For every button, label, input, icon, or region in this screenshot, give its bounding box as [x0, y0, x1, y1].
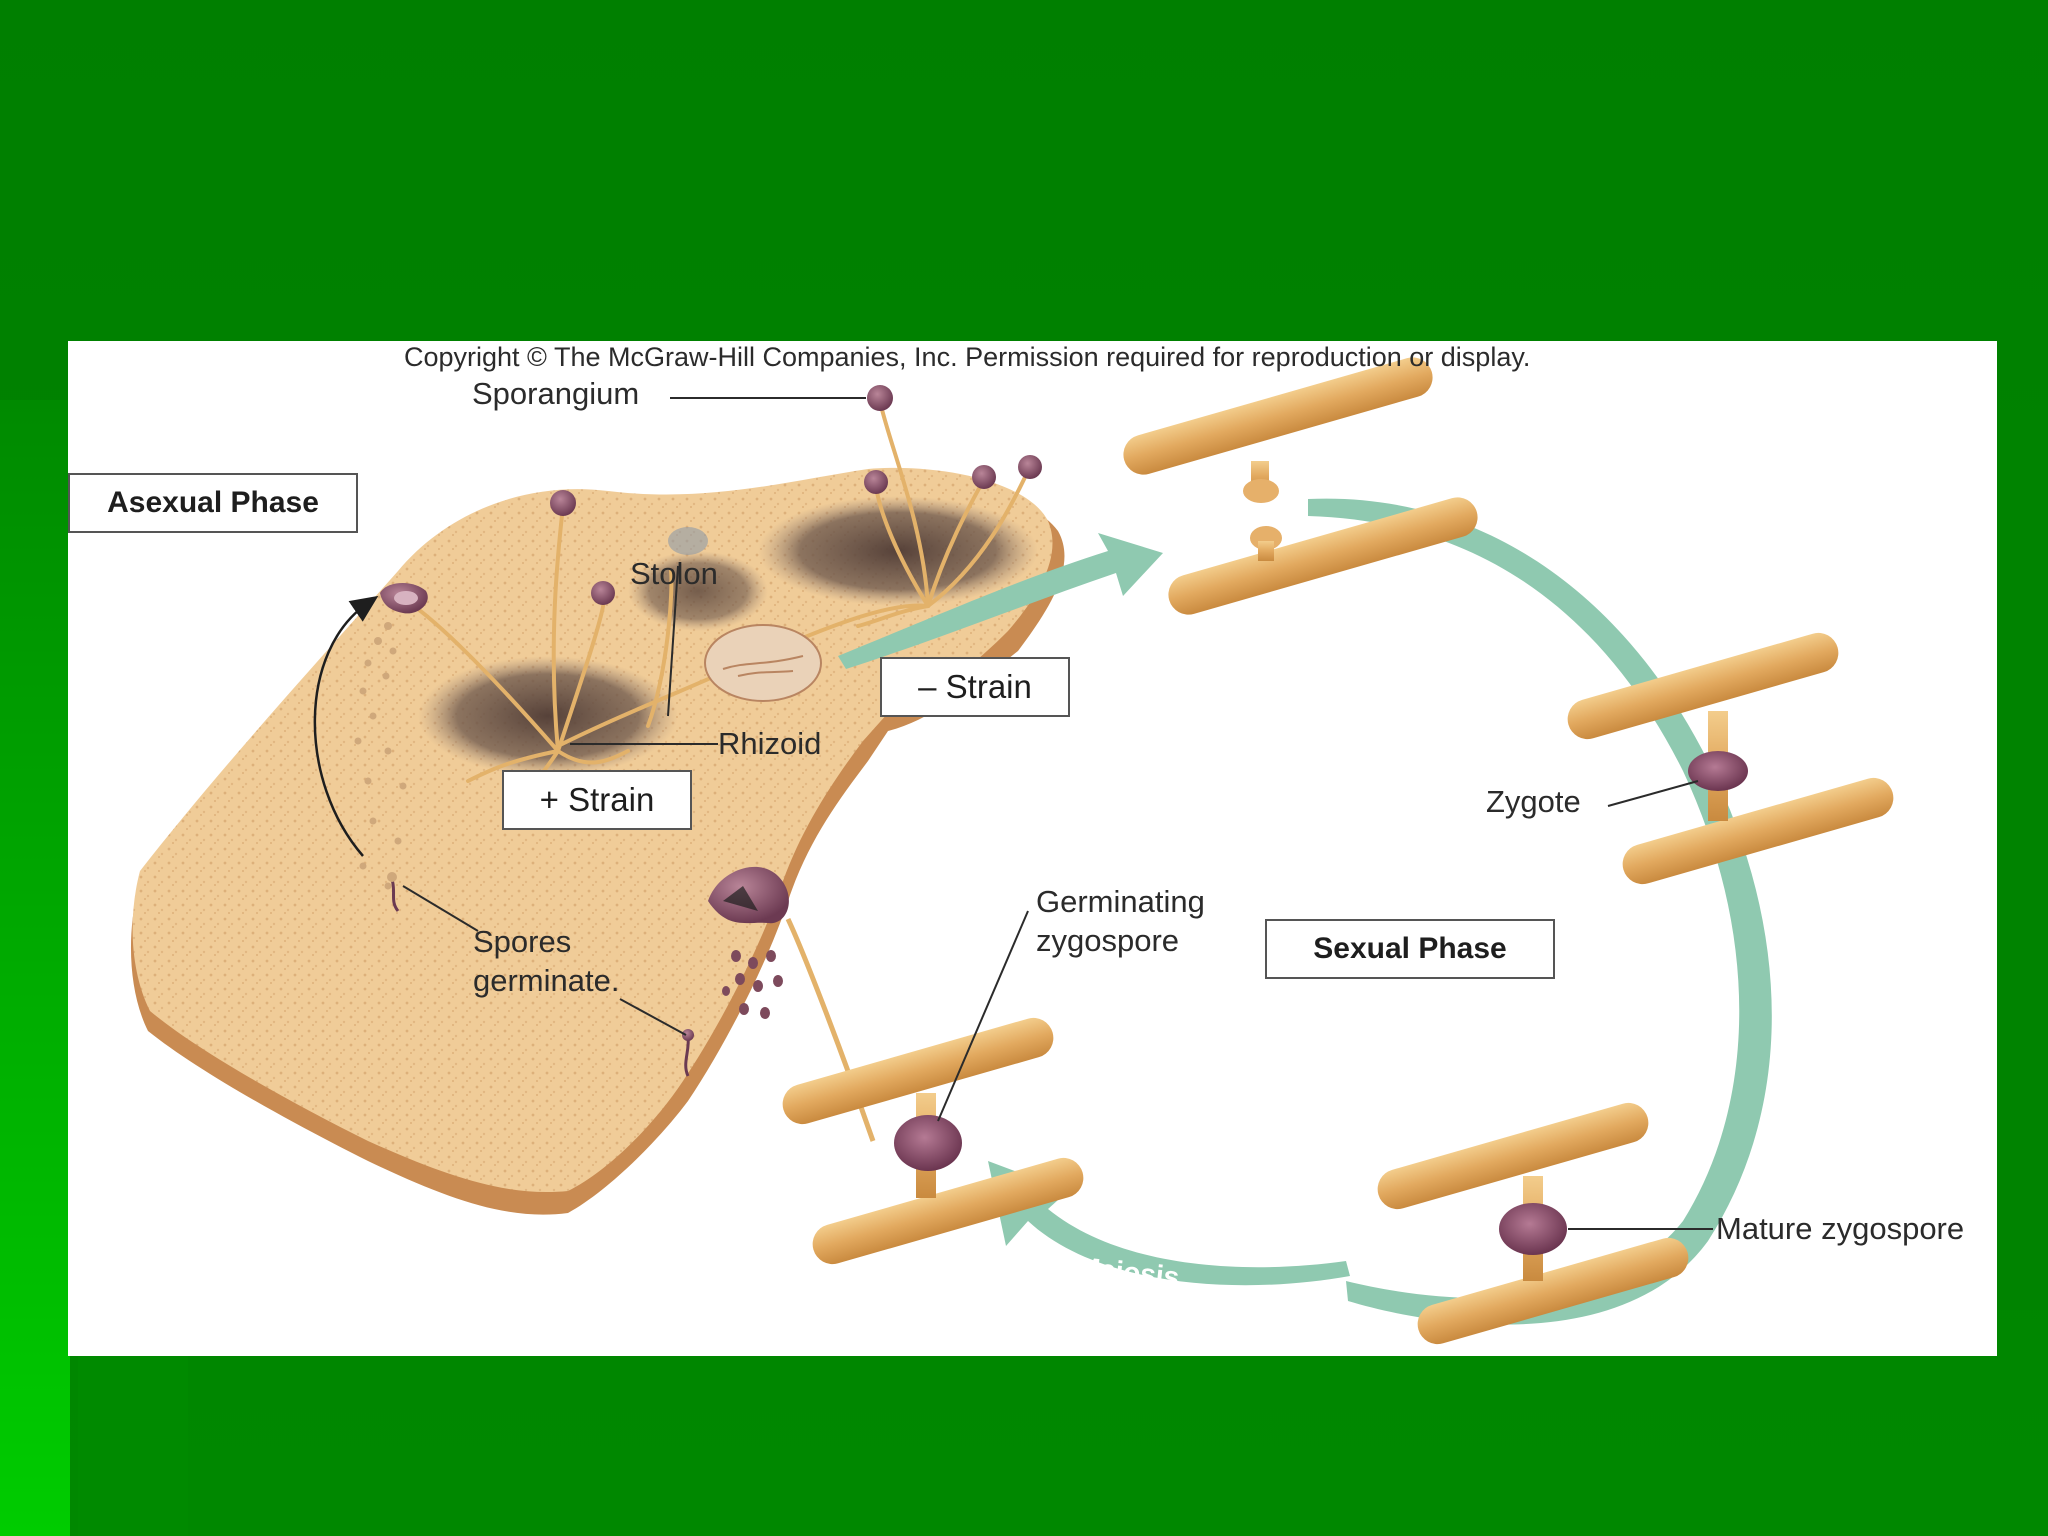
sporangium	[550, 490, 576, 516]
mold-patch	[668, 527, 708, 555]
germinating-zygospore-body	[894, 1115, 962, 1171]
stolon-label: Stolon	[630, 556, 718, 591]
germinating-zygospore-label: Germinating zygospore	[1036, 884, 1205, 958]
mature-zygospore-label: Mature zygospore	[1716, 1211, 1965, 1246]
sporangia	[380, 385, 1042, 614]
sporangium	[864, 470, 888, 494]
meiosis-label: Meiosis	[1075, 1251, 1180, 1293]
hyphae-pair-mature	[1377, 1102, 1689, 1345]
mold-patch	[628, 551, 768, 631]
sexual-phase-box: Sexual Phase	[1265, 919, 1555, 979]
rhizoid-label: Rhizoid	[718, 726, 822, 761]
asexual-phase-box: Asexual Phase	[68, 473, 358, 533]
figure-panel: Meiosis Copyright © The McGraw-Hill Comp…	[68, 341, 1997, 1356]
spores-germinate-label: Spores germinate.	[473, 924, 620, 998]
plus-strain-box: + Strain	[502, 770, 692, 830]
plus-strain-label: + Strain	[539, 781, 655, 818]
mating-hyphae-inset	[704, 624, 822, 702]
zygote-swelling	[1688, 751, 1748, 791]
zygote-label: Zygote	[1486, 784, 1581, 819]
hyphae-pair-germinating	[782, 1017, 1084, 1265]
mature-zygospore-body	[1499, 1203, 1567, 1255]
dispersing-spores	[354, 622, 407, 890]
asexual-phase-label: Asexual Phase	[107, 486, 319, 519]
right-accent-band	[1997, 410, 2048, 1310]
sexual-phase-label: Sexual Phase	[1313, 932, 1507, 965]
copyright-notice: Copyright © The McGraw-Hill Companies, I…	[404, 342, 1531, 372]
minus-strain-box: – Strain	[880, 657, 1070, 717]
hyphae-pair-zygote	[1567, 632, 1894, 885]
sporangium	[591, 581, 615, 605]
minus-strain-label: – Strain	[918, 668, 1032, 705]
mold-patch	[418, 656, 678, 776]
hyphae-pair-top	[1123, 357, 1478, 615]
sporangium-label: Sporangium	[472, 376, 640, 411]
leader-lines	[402, 397, 1713, 1230]
sporangium	[972, 465, 996, 489]
bottom-accent-block	[78, 1356, 188, 1536]
sporangium	[1018, 455, 1042, 479]
left-accent-band	[0, 400, 70, 1536]
spore-travel-arrow	[313, 595, 379, 857]
sporangium	[867, 385, 893, 411]
